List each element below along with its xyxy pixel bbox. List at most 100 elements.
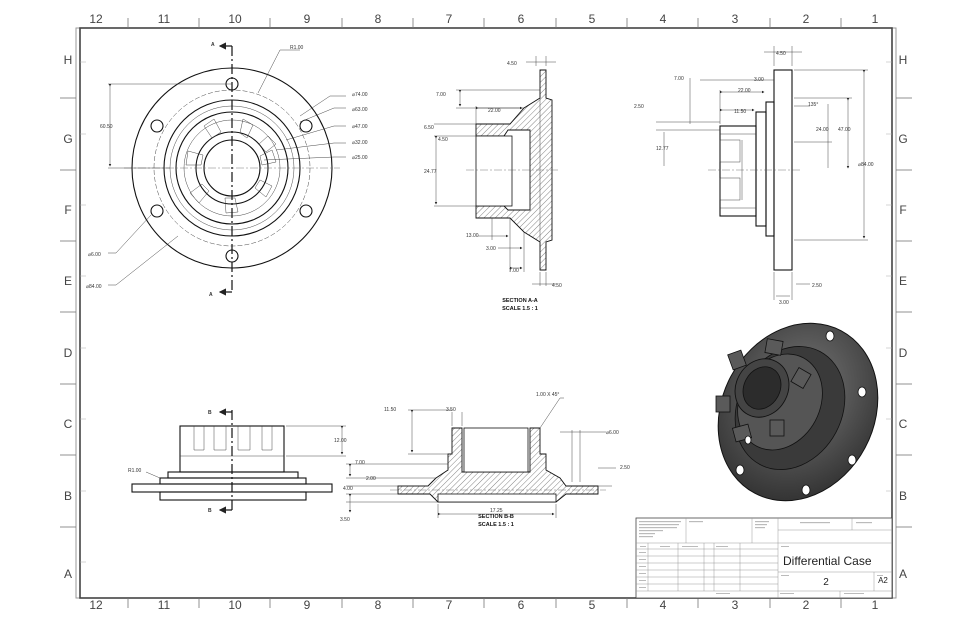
- zone-row-h: H: [64, 53, 73, 67]
- section-a-marker-top: A: [211, 42, 215, 48]
- dim-bb-700: 7.00: [355, 460, 365, 466]
- section-b-marker-top: B: [208, 410, 212, 416]
- dim-bb-400: 4.00: [343, 486, 353, 492]
- zone-labels-right: H G F E D C B A: [898, 53, 907, 581]
- dim-bb-200: 2.00: [366, 476, 376, 482]
- dim-side-1277: 12.77: [656, 146, 669, 152]
- zone-row-a-right: A: [899, 567, 907, 581]
- section-aa-view: 4.50 7.00 22.00 6.50 4.50 24.77 13.00 3.…: [424, 56, 562, 312]
- zone-col-7: 7: [446, 12, 453, 26]
- dim-aa-700-bottom: 7.00: [509, 268, 519, 274]
- section-bb-scale: SCALE 1.5 : 1: [478, 522, 514, 528]
- zone-row-c-right: C: [899, 417, 908, 431]
- dim-r100-front: R1.00: [290, 45, 304, 51]
- dim-aa-1300: 13.00: [466, 233, 479, 239]
- zone-col-3: 3: [732, 12, 739, 26]
- dim-aa-2200: 22.00: [488, 108, 501, 114]
- dim-aa-2477: 24.77: [424, 169, 437, 175]
- zone-row-a: A: [64, 567, 72, 581]
- dim-side-450: 4.50: [776, 51, 786, 57]
- dim-d63: ⌀63.00: [352, 107, 368, 113]
- zone-col-11: 11: [158, 12, 171, 26]
- zone-col-3-bottom: 3: [732, 598, 739, 612]
- dim-side-300-bottom: 3.00: [779, 300, 789, 306]
- dim-side-1150: 11.50: [734, 109, 746, 115]
- dim-bb-1725: 17.25: [490, 508, 503, 514]
- zone-col-11-bottom: 11: [158, 598, 171, 612]
- section-b-marker-bottom: B: [208, 508, 212, 514]
- dim-aa-650: 6.50: [424, 125, 434, 131]
- zone-col-10: 10: [228, 12, 242, 26]
- zone-labels-top: 12 11 10 9 8 7 6 5 4 3 2 1: [89, 12, 878, 26]
- zone-col-10-bottom: 10: [228, 598, 242, 612]
- zone-col-5-bottom: 5: [589, 598, 596, 612]
- zone-row-b-right: B: [899, 489, 907, 503]
- dim-side-2400: 24.00: [816, 127, 829, 133]
- zone-col-9-bottom: 9: [304, 598, 311, 612]
- isometric-view: [715, 322, 879, 502]
- zone-col-7-bottom: 7: [446, 598, 453, 612]
- section-bb-view: 11.50 3.50 1.00 X 45° ⌀6.00 7.00 4.00 2.…: [340, 392, 630, 528]
- zone-labels-left: H G F E D C B A: [63, 53, 72, 581]
- zone-col-1: 1: [872, 12, 879, 26]
- dim-side-d8400: ⌀84.00: [858, 162, 874, 168]
- dim-bb-chamfer: 1.00 X 45°: [536, 392, 559, 398]
- dim-d47: ⌀47.00: [352, 124, 368, 130]
- dim-aa-450-left: 4.50: [438, 137, 448, 143]
- dim-side-250-bottom: 2.50: [812, 283, 822, 289]
- zone-row-g-right: G: [898, 132, 907, 146]
- dim-bb-d600: ⌀6.00: [606, 430, 619, 436]
- zone-col-4: 4: [660, 12, 667, 26]
- dim-bottom-r100: R1.00: [128, 468, 142, 474]
- drawing-title: Differential Case: [783, 554, 872, 568]
- dim-bb-350: 3.50: [446, 407, 456, 413]
- zone-row-g: G: [63, 132, 72, 146]
- dim-bb-250-right: 2.50: [620, 465, 630, 471]
- sheet-number: 2: [823, 577, 829, 588]
- zone-row-e: E: [64, 274, 72, 288]
- dim-aa-300: 3.00: [486, 246, 496, 252]
- zone-col-5: 5: [589, 12, 596, 26]
- zone-row-d: D: [64, 346, 73, 360]
- zone-row-b: B: [64, 489, 72, 503]
- zone-col-12-bottom: 12: [89, 598, 103, 612]
- zone-labels-bottom: 12 11 10 9 8 7 6 5 4 3 2 1: [89, 598, 878, 612]
- zone-row-d-right: D: [899, 346, 908, 360]
- zone-row-h-right: H: [899, 53, 908, 67]
- zone-col-9: 9: [304, 12, 311, 26]
- zone-row-e-right: E: [899, 274, 907, 288]
- zone-row-f: F: [64, 203, 71, 217]
- dim-side-250-left: 2.50: [634, 104, 644, 110]
- zone-row-c: C: [64, 417, 73, 431]
- bottom-view: B B 12.00 R1.00: [128, 408, 347, 514]
- dim-d74: ⌀74.00: [352, 92, 368, 98]
- section-aa-scale: SCALE 1.5 : 1: [502, 306, 538, 312]
- zone-col-1-bottom: 1: [872, 598, 879, 612]
- front-view: A A R1.00 ⌀74.00 ⌀63.00 ⌀47.00 ⌀32.00 ⌀2…: [86, 42, 368, 298]
- dim-side-700: 7.00: [674, 76, 684, 82]
- section-a-marker-bottom: A: [209, 292, 213, 298]
- dim-6050: 60.50: [100, 124, 113, 130]
- zone-col-6-bottom: 6: [518, 598, 525, 612]
- dim-aa-450-bottom: 4.50: [552, 283, 562, 289]
- side-view: 4.50 7.00 3.00 22.00 11.50 2.50 12.77 13…: [634, 46, 874, 306]
- dim-bb-1150: 11.50: [384, 407, 396, 413]
- zone-col-4-bottom: 4: [660, 598, 667, 612]
- dim-aa-450-top: 4.50: [507, 61, 517, 67]
- dim-side-2200: 22.00: [738, 88, 751, 94]
- title-block: Differential Case 2 A2: [635, 517, 893, 599]
- zone-col-2-bottom: 2: [803, 598, 810, 612]
- dim-d8400-front: ⌀84.00: [86, 284, 102, 290]
- dim-side-angle: 135°: [808, 102, 818, 108]
- sheet-frame: [60, 18, 912, 608]
- zone-col-8-bottom: 8: [375, 598, 382, 612]
- dim-d32: ⌀32.00: [352, 140, 368, 146]
- zone-row-f-right: F: [899, 203, 906, 217]
- zone-col-2: 2: [803, 12, 810, 26]
- dim-bottom-1200: 12.00: [334, 438, 347, 444]
- zone-col-6: 6: [518, 12, 525, 26]
- section-bb-caption: SECTION B-B: [478, 514, 514, 520]
- zone-col-8: 8: [375, 12, 382, 26]
- dim-aa-700: 7.00: [436, 92, 446, 98]
- dim-d25: ⌀25.00: [352, 155, 368, 161]
